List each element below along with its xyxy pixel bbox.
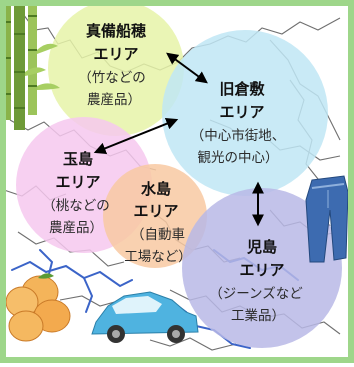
- label-kyu-kurashiki: 旧倉敷 エリア （中心市街地、 観光の中心）: [191, 80, 286, 166]
- area-title: 真備船穂: [86, 22, 146, 40]
- area-title-suffix: エリア: [93, 45, 138, 63]
- car-icon: [91, 291, 199, 343]
- area-description: 農産品）: [87, 92, 141, 108]
- label-mabi-funaho: 真備船穂 エリア （竹などの 農産品）: [78, 22, 146, 108]
- label-mizushima: 水島 エリア （自動車 工場など）: [124, 180, 192, 265]
- area-description: （竹などの: [78, 70, 146, 86]
- area-description: 観光の中心）: [198, 149, 279, 166]
- link-tamashima-kyu-kurashiki: [93, 117, 179, 155]
- link-mabi-funaho-kyu-kurashiki: [166, 52, 208, 84]
- label-tamashima: 玉島 エリア （桃などの 農産品）: [42, 150, 110, 236]
- bamboo-icon: [2, 0, 60, 130]
- area-title-suffix: エリア: [219, 103, 264, 121]
- area-circle-mizushima: [103, 164, 207, 268]
- area-circle-mabi-funaho: [48, 0, 184, 136]
- area-title: 児島: [246, 238, 277, 256]
- area-title: 旧倉敷: [219, 80, 265, 98]
- jeans-icon: [305, 175, 349, 263]
- area-title-suffix: エリア: [133, 202, 178, 220]
- area-description: （中心市街地、: [191, 127, 286, 144]
- area-description: 工業品）: [231, 308, 285, 324]
- area-circles: [16, 0, 342, 348]
- area-title: 水島: [141, 180, 171, 198]
- label-kojima: 児島 エリア （ジーンズなど 工業品）: [209, 238, 303, 324]
- area-title: 玉島: [63, 150, 93, 168]
- area-description: 工場など）: [124, 249, 192, 265]
- area-links: [93, 52, 264, 227]
- area-circle-kojima: [182, 188, 342, 348]
- area-description: 農産品）: [49, 220, 103, 236]
- area-description: （桃などの: [42, 198, 110, 214]
- area-labels: 真備船穂 エリア （竹などの 農産品） 旧倉敷 エリア （中心市街地、 観光の中…: [42, 22, 303, 324]
- area-description: （ジーンズなど: [209, 286, 303, 302]
- area-title-suffix: エリア: [239, 261, 284, 279]
- area-title-suffix: エリア: [55, 173, 100, 191]
- area-description: （自動車: [131, 227, 185, 243]
